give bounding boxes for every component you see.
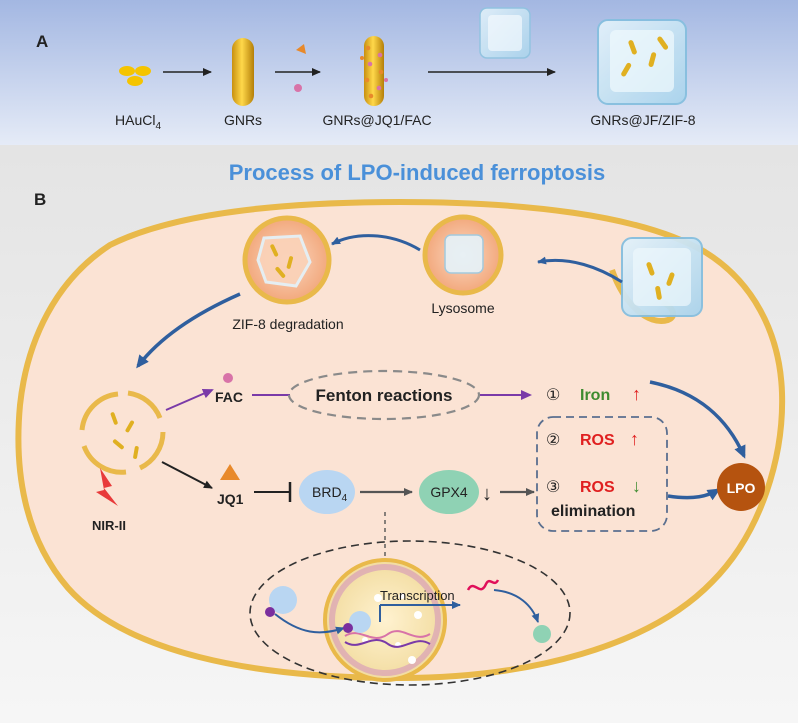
transcription-label: Transcription [380,588,455,603]
gnrs-label: GNRs [224,112,262,128]
gnrs-zif8-cube-icon [597,19,687,105]
iron-label: Iron [580,387,610,404]
gold-nanorod-icon [232,38,254,106]
panel-b-title: Process of LPO-induced ferroptosis [229,160,606,185]
lysosome-label: Lysosome [431,300,495,316]
ros-down-label: ROS [580,479,615,496]
ros-up-label: ROS [580,432,615,449]
loaded-nanorod-icon [360,36,388,106]
iron-up-arrow: ↑ [632,384,641,404]
jq1-label: JQ1 [217,491,244,507]
released-nanorods [79,390,166,475]
jq1-bound-icon [343,623,353,633]
step3-number: ③ [546,479,560,496]
jq1-icon [296,44,306,54]
arrow-cube-to-lysosome [537,256,623,284]
arrow-mrna-to-gpx4 [493,589,540,623]
fac-label: FAC [215,389,243,405]
nir-label: NIR-II [92,518,126,533]
lpo-label: LPO [727,480,756,496]
brd4-small-icon [269,586,297,614]
gpx4-down-arrow: ↓ [482,483,492,505]
step2-number: ② [546,432,560,449]
brd4-bound-icon [349,611,371,633]
incoming-zif8-cube [621,237,703,317]
arrow-lysosome-to-degradation [331,234,421,252]
gnrs-jq1-fac-label: GNRs@JQ1/FAC [322,112,431,128]
gpx4-product-icon [533,625,551,643]
arrow-ros-to-lpo [667,488,721,501]
panel-b-letter: B [34,190,46,209]
nir-lightning-icon [96,468,118,506]
nucleus-detail-ellipse [249,540,571,686]
jq1-molecule-icon [220,464,240,480]
degrading-lysosome [242,215,332,305]
elimination-label: elimination [551,503,635,520]
brd4-blob [299,470,355,514]
arrow-iron-to-lpo [649,380,746,459]
panel-a-letter: A [36,32,48,51]
arrow-degradation-to-release [136,292,241,369]
fenton-label: Fenton reactions [316,386,453,405]
haucl4-label: HAuCl4 [115,112,161,132]
nucleus [323,558,447,682]
arrow-to-fac [165,389,214,411]
step1-number: ① [546,387,560,404]
fenton-ellipse [287,369,481,421]
gnrs-jf-zif8-label: GNRs@JF/ZIF-8 [590,112,695,128]
mrna-icon [466,579,500,591]
fac-molecule-icon [223,373,233,383]
gpx4-label: GPX4 [430,484,468,500]
ros-dashed-box [536,416,668,532]
lpo-circle [717,463,765,511]
arrow-to-jq1 [161,461,213,489]
brd4-label: BRD4 [312,484,348,504]
arrow-brd4-into-nucleus [274,613,345,635]
zif8-cube-icon [479,7,531,59]
gpx4-blob [419,470,479,514]
ros-up-arrow: ↑ [630,429,639,449]
lysosome [422,214,504,296]
ros-down-arrow: ↓ [632,476,641,496]
zif8-degradation-label: ZIF-8 degradation [232,316,343,332]
fac-icon [294,84,302,92]
jq1-small-icon [265,607,275,617]
haucl4-particles [119,66,151,86]
